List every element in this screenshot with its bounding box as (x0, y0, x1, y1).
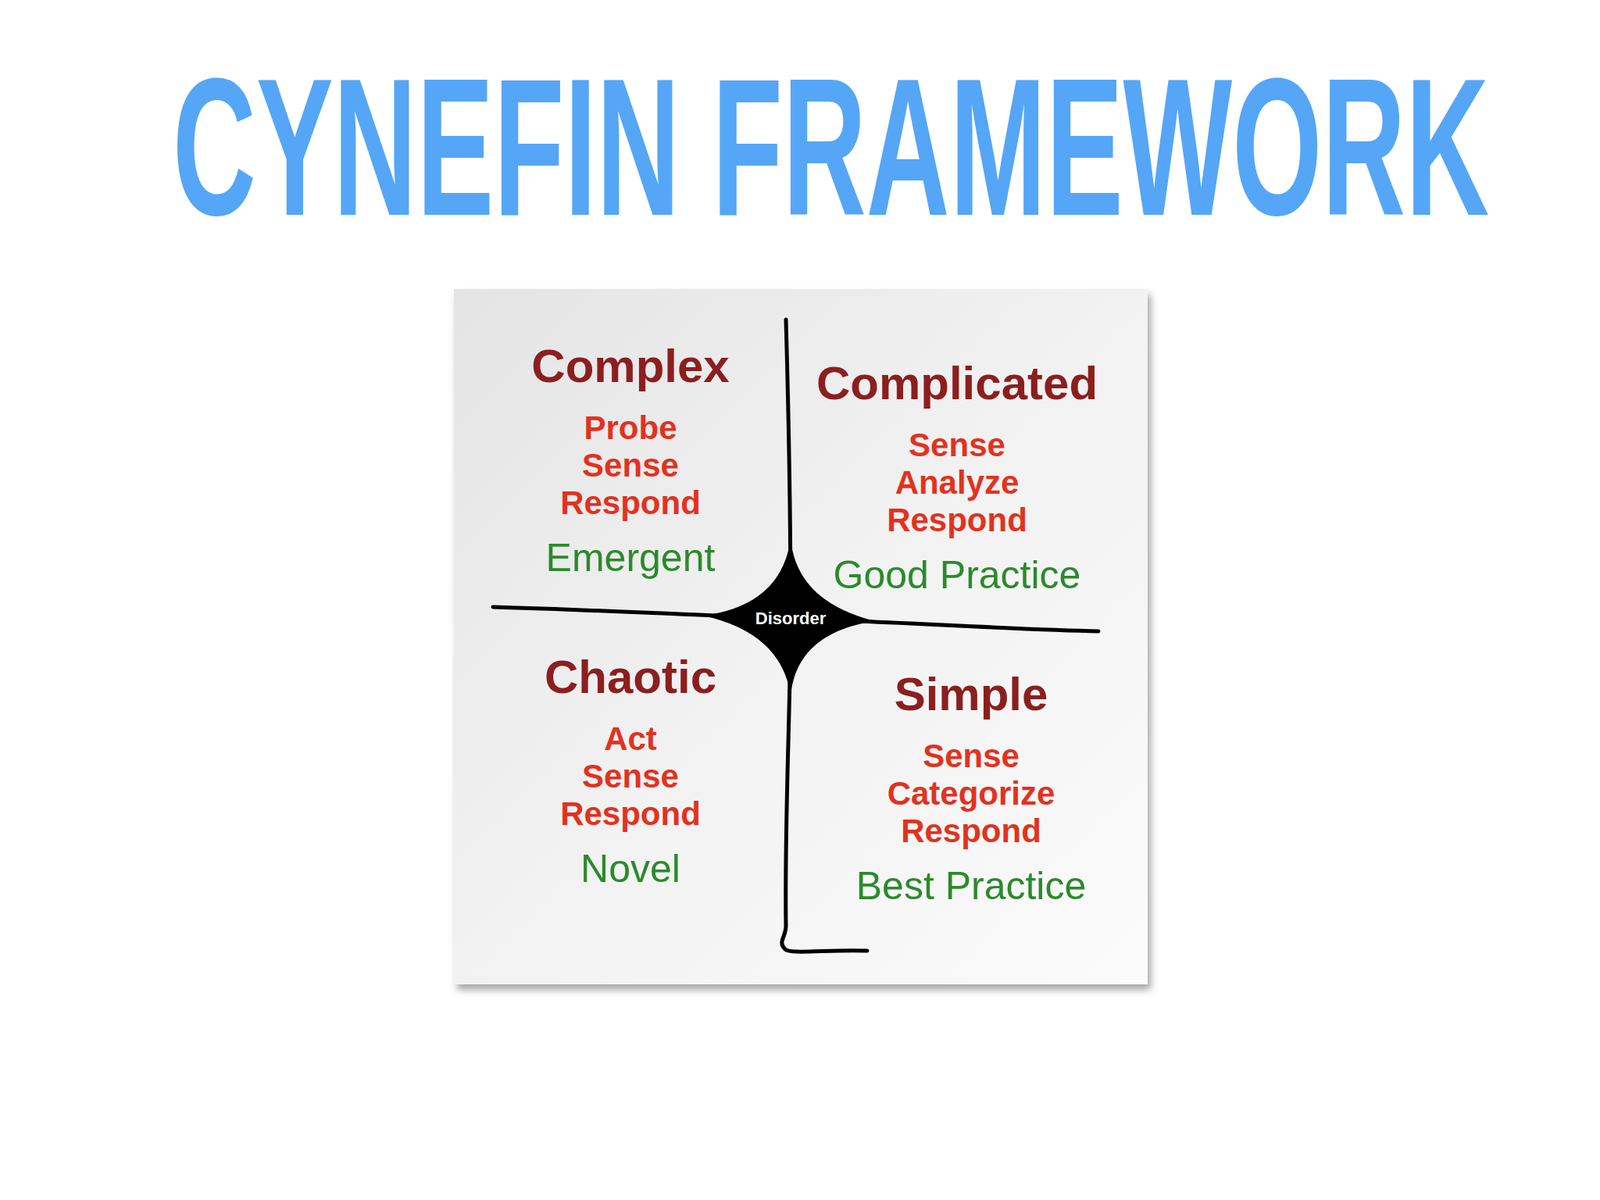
domain-quadrant: ComplicatedSense Analyze RespondGood Pra… (816, 356, 1098, 598)
domain-practice: Good Practice (833, 552, 1082, 598)
domain-practice: Best Practice (856, 863, 1087, 909)
domain-quadrant: ChaoticAct Sense RespondNovel (544, 650, 717, 892)
domain-heading: Chaotic (544, 650, 717, 704)
domain-practice: Emergent (546, 535, 716, 581)
domain-practice: Novel (580, 846, 681, 892)
disorder-label: Disorder (755, 608, 826, 629)
horizontal-boundary (492, 607, 1099, 632)
domain-heading: Complicated (816, 356, 1098, 411)
disorder-center: Disorder (742, 603, 839, 634)
domain-quadrant: SimpleSense Categorize RespondBest Pract… (856, 667, 1087, 909)
slide-title: CYNEFIN FRAMEWORK (173, 50, 1490, 246)
domain-heading: Complex (531, 339, 729, 393)
domain-quadrant: ComplexProbe Sense RespondEmergent (531, 339, 729, 581)
domain-actions: Sense Categorize Respond (887, 737, 1056, 850)
domain-actions: Probe Sense Respond (560, 409, 701, 522)
domain-actions: Act Sense Respond (560, 720, 701, 833)
domain-actions: Sense Analyze Respond (886, 426, 1028, 540)
domain-heading: Simple (894, 667, 1049, 722)
